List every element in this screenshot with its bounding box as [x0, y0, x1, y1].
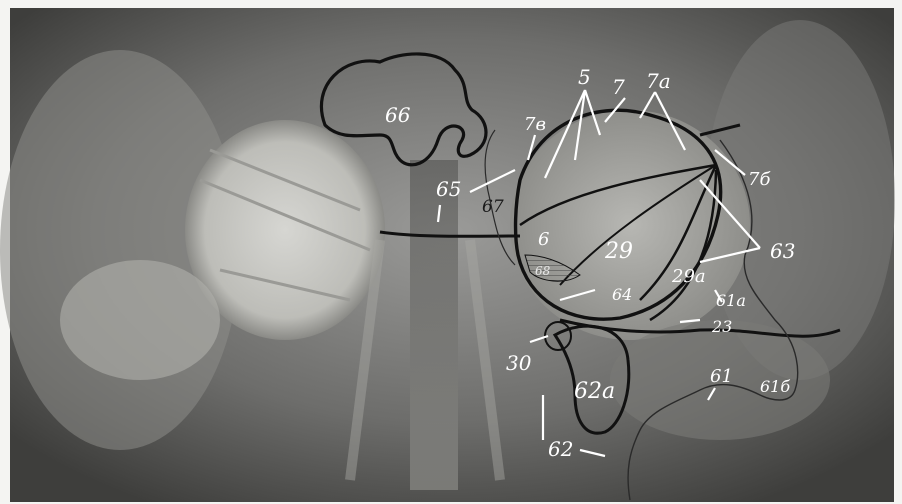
label-66: 66: [385, 103, 411, 127]
label-64: 64: [612, 285, 632, 304]
label-63: 63: [770, 239, 795, 263]
label-29: 29: [604, 239, 633, 264]
label-23: 23: [711, 317, 732, 336]
label-67: 67: [482, 197, 504, 217]
label-61a: 61a: [716, 291, 746, 310]
nasal-septum: [410, 160, 458, 490]
label-68: 68: [535, 264, 551, 278]
label-7b: 7б: [748, 169, 771, 190]
label-65: 65: [436, 177, 461, 201]
label-62: 62: [548, 437, 573, 461]
label-30: 30: [506, 351, 532, 375]
left-maxillary-region: [60, 260, 220, 380]
label-7a: 7a: [646, 69, 671, 93]
label-61: 61: [710, 366, 733, 387]
label-62a: 62a: [574, 379, 615, 404]
label-61b: 61б: [760, 377, 790, 396]
label-29a: 29a: [671, 266, 706, 287]
label-7: 7: [612, 75, 625, 99]
label-5: 5: [578, 65, 591, 89]
label-6: 6: [538, 229, 549, 250]
label-7v: 7в: [524, 114, 546, 135]
